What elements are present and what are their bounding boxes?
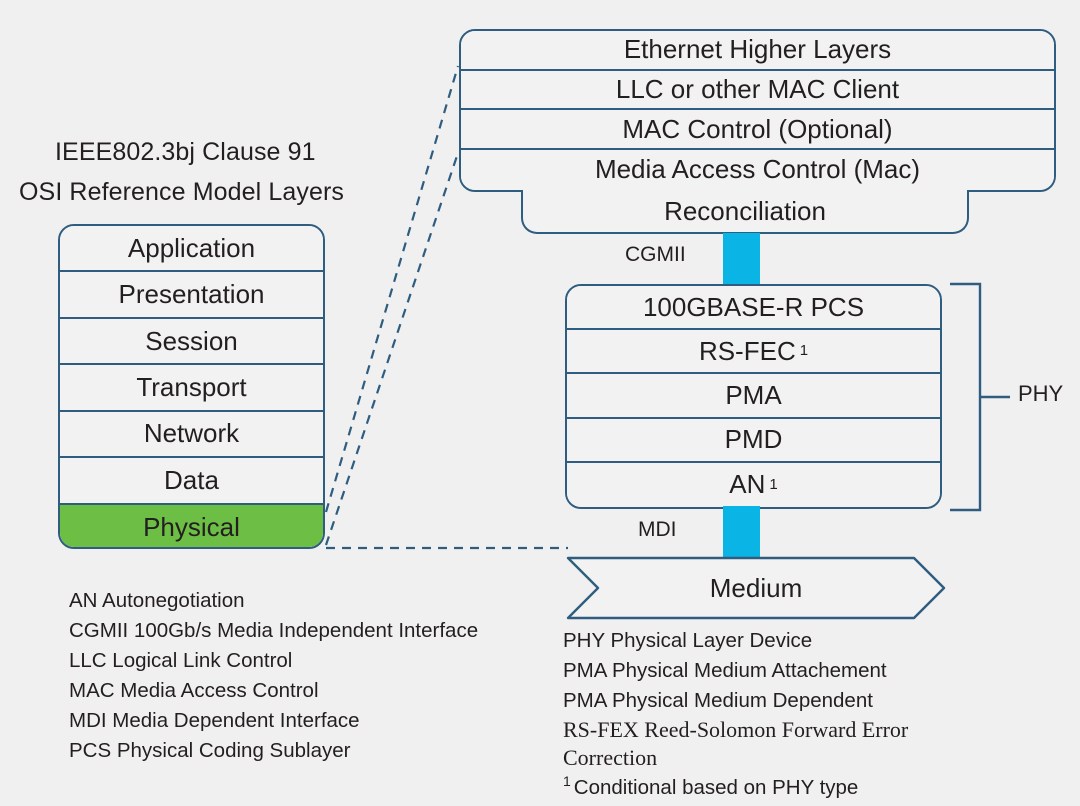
phy-layer-label: RS-FEC xyxy=(698,335,796,366)
legend-line: MDI Media Dependent Interface xyxy=(69,709,360,732)
osi-layer-label: Transport xyxy=(136,371,247,402)
legend-line-rs-fec: RS-FEX Reed-Solomon Forward Error Correc… xyxy=(563,717,909,770)
legend-line: MAC Media Access Control xyxy=(69,679,319,702)
osi-layer-application[interactable]: Application xyxy=(60,226,323,273)
upper-layer-label: Ethernet Higher Layers xyxy=(623,34,892,65)
phy-layer-100gbase-r-pcs[interactable]: 100GBASE-R PCS xyxy=(567,286,940,331)
legend-right: PHY Physical Layer Device PMA Physical M… xyxy=(563,626,993,803)
osi-layer-label: Presentation xyxy=(118,279,265,310)
osi-layer-stack: Application Presentation Session Transpo… xyxy=(58,224,325,549)
phy-layer-pmd[interactable]: PMD xyxy=(567,418,940,463)
osi-layer-data[interactable]: Data xyxy=(60,458,323,505)
osi-layer-label: Application xyxy=(127,232,256,263)
phy-bracket-label: PHY xyxy=(1018,381,1064,406)
osi-layer-label: Session xyxy=(145,325,238,356)
medium-chevron-shape[interactable] xyxy=(566,556,946,620)
phy-layer-label: PMD xyxy=(724,424,783,455)
diagram-title-line1: IEEE802.3bj Clause 91 xyxy=(55,138,316,166)
upper-layer-ethernet-higher-layers[interactable]: Ethernet Higher Layers xyxy=(461,31,1054,71)
reconciliation-layer-box[interactable]: Reconciliation xyxy=(521,190,969,234)
mdi-interface-label: MDI xyxy=(638,518,677,541)
osi-layer-label: Physical xyxy=(143,512,240,543)
phy-layer-label: PMA xyxy=(725,379,782,410)
legend-line: CGMII 100Gb/s Media Independent Interfac… xyxy=(69,619,479,642)
cgmii-connector-bar xyxy=(723,233,760,287)
ethernet-upper-layer-stack: Ethernet Higher Layers LLC or other MAC … xyxy=(459,29,1056,192)
osi-layer-network[interactable]: Network xyxy=(60,411,323,459)
legend-line: LLC Logical Link Control xyxy=(69,649,293,672)
legend-line: AN Autonegotiation xyxy=(69,589,245,612)
osi-layer-session[interactable]: Session xyxy=(60,318,323,366)
medium-label: Medium xyxy=(709,572,803,603)
upper-layer-media-access-control[interactable]: Media Access Control (Mac) xyxy=(461,150,1054,190)
phy-layer-pma[interactable]: PMA xyxy=(567,374,940,419)
osi-layer-transport[interactable]: Transport xyxy=(60,365,323,412)
dashed-line-lower xyxy=(324,152,460,546)
dashed-line-upper xyxy=(324,65,460,513)
mdi-connector-bar xyxy=(723,506,760,562)
reconciliation-label: Reconciliation xyxy=(664,195,826,226)
legend-line: PMA Physical Medium Attachement xyxy=(563,659,887,682)
upper-layer-label: LLC or other MAC Client xyxy=(615,74,900,105)
osi-layer-physical[interactable]: Physical xyxy=(60,504,323,547)
osi-layer-label: Data xyxy=(164,464,219,495)
osi-layer-presentation[interactable]: Presentation xyxy=(60,272,323,319)
legend-line: PCS Physical Coding Sublayer xyxy=(69,739,351,762)
upper-layer-mac-control[interactable]: MAC Control (Optional) xyxy=(461,110,1054,151)
osi-layer-label: Network xyxy=(143,418,240,449)
upper-layer-label: MAC Control (Optional) xyxy=(622,113,893,144)
upper-layer-label: Media Access Control (Mac) xyxy=(594,154,921,185)
diagram-title-line2: OSI Reference Model Layers xyxy=(19,178,344,206)
footnote-text: Conditional based on PHY type xyxy=(573,776,859,799)
phy-bracket-icon xyxy=(950,282,1010,512)
legend-line: PHY Physical Layer Device xyxy=(563,629,813,652)
phy-layer-label: AN xyxy=(729,469,766,500)
legend-left: AN Autonegotiation CGMII 100Gb/s Media I… xyxy=(69,586,489,766)
cgmii-interface-label: CGMII xyxy=(625,243,686,266)
legend-line: PMA Physical Medium Dependent xyxy=(563,689,873,712)
footnote-marker-icon: 1 xyxy=(563,773,571,790)
upper-layer-llc-mac-client[interactable]: LLC or other MAC Client xyxy=(461,70,1054,111)
phy-layer-label: 100GBASE-R PCS xyxy=(642,291,865,322)
